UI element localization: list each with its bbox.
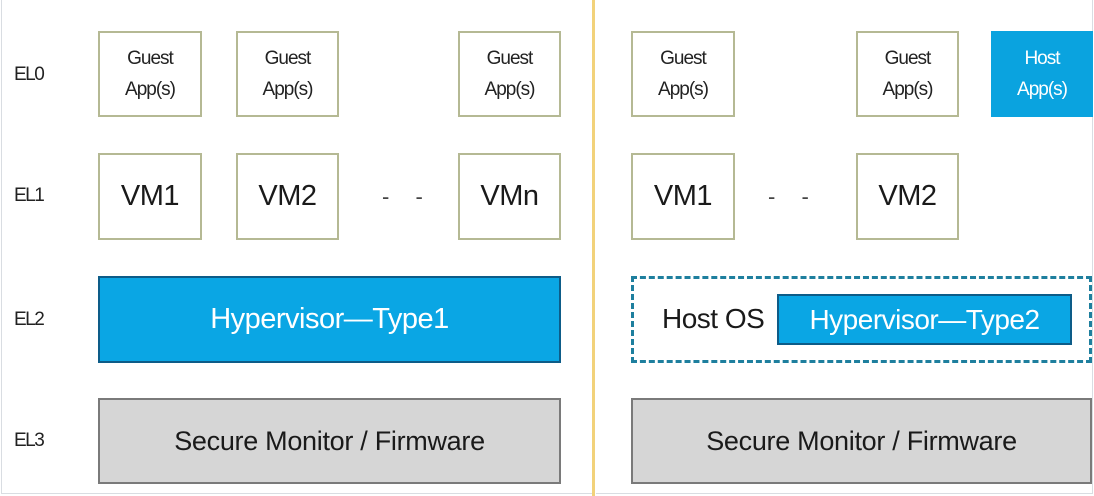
app-line1: Guest bbox=[127, 48, 174, 69]
left-vm-1: VM1 bbox=[98, 153, 202, 240]
app-line1: Guest bbox=[660, 48, 707, 69]
panel-divider bbox=[592, 0, 595, 496]
el3-label: EL3 bbox=[14, 430, 45, 451]
app-line2: App(s) bbox=[882, 79, 934, 100]
right-vm-1: VM1 bbox=[631, 153, 735, 240]
right-secure-monitor: Secure Monitor / Firmware bbox=[631, 398, 1092, 484]
app-line1: Host bbox=[1024, 48, 1060, 69]
app-line2: App(s) bbox=[484, 79, 536, 100]
el0-label: EL0 bbox=[14, 64, 45, 85]
host-os-label: Host OS bbox=[662, 303, 765, 334]
app-line1: Guest bbox=[884, 48, 932, 69]
hypervisor-type1: Hypervisor—Type1 bbox=[98, 276, 561, 363]
left-vm-n: VMn bbox=[458, 153, 561, 240]
app-line2: App(s) bbox=[125, 79, 176, 100]
right-panel bbox=[596, 0, 1093, 494]
right-vm-2: VM2 bbox=[856, 153, 959, 240]
left-secure-monitor: Secure Monitor / Firmware bbox=[98, 398, 561, 484]
left-vm-ellipsis: - - bbox=[382, 184, 433, 209]
app-line2: App(s) bbox=[1017, 79, 1068, 100]
app-line1: Guest bbox=[486, 48, 534, 69]
left-vm-2: VM2 bbox=[236, 153, 339, 240]
right-vm-ellipsis: - - bbox=[768, 184, 819, 209]
hypervisor-type2: Hypervisor—Type2 bbox=[777, 294, 1072, 345]
left-panel bbox=[1, 0, 593, 494]
app-line2: App(s) bbox=[658, 79, 709, 100]
app-line1: Guest bbox=[264, 48, 312, 69]
app-line2: App(s) bbox=[262, 79, 314, 100]
host-os-group bbox=[631, 276, 1092, 363]
el1-label: EL1 bbox=[14, 185, 45, 206]
el2-label: EL2 bbox=[14, 309, 45, 330]
